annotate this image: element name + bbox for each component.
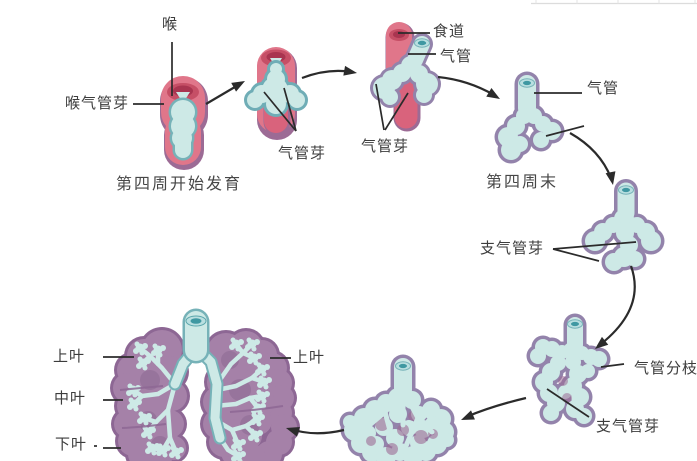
label-laryngotracheal-bud: 喉气管芽	[65, 95, 130, 112]
label-tracheal-branches: 气管分枝	[634, 360, 697, 377]
caption-week4-end: 第四周末	[486, 174, 559, 191]
label-esophagus: 食道	[433, 23, 466, 40]
caption-week4-start: 第四周开始发育	[116, 176, 243, 193]
stage5-bronchial-buds-art	[581, 179, 665, 275]
label-middle-lobe: 中叶	[54, 390, 87, 407]
stage7-branched-mass-art	[339, 354, 458, 461]
stage2-tracheal-buds-art	[244, 47, 308, 140]
label-larynx: 喉	[162, 16, 179, 33]
label-tracheal-buds-stage3: 气管芽	[361, 138, 410, 155]
label-right-upper-lobe: 上叶	[293, 349, 326, 366]
label-left-upper-lobe: 上叶	[53, 348, 86, 365]
stage1-laryngotracheal-bud-art	[160, 76, 208, 170]
label-bronchial-buds-stage5: 支气管芽	[480, 240, 545, 257]
flow-arrows	[205, 65, 636, 437]
label-trachea-stage3: 气管	[440, 48, 473, 65]
stage3-esophagus-trachea-art	[370, 22, 441, 132]
pointer-lines	[94, 32, 637, 449]
stage6-tracheal-branches-art	[526, 313, 611, 428]
label-tracheal-buds-stage2: 气管芽	[278, 145, 327, 162]
label-lower-lobe: 下叶	[55, 436, 88, 453]
label-bronchial-buds-stage6: 支气管芽	[596, 418, 661, 435]
stage4-week4-end-art	[494, 71, 565, 164]
cropped-table-edge	[531, 0, 697, 5]
final-lung-art	[110, 308, 300, 461]
label-trachea-stage4: 气管	[587, 80, 620, 97]
